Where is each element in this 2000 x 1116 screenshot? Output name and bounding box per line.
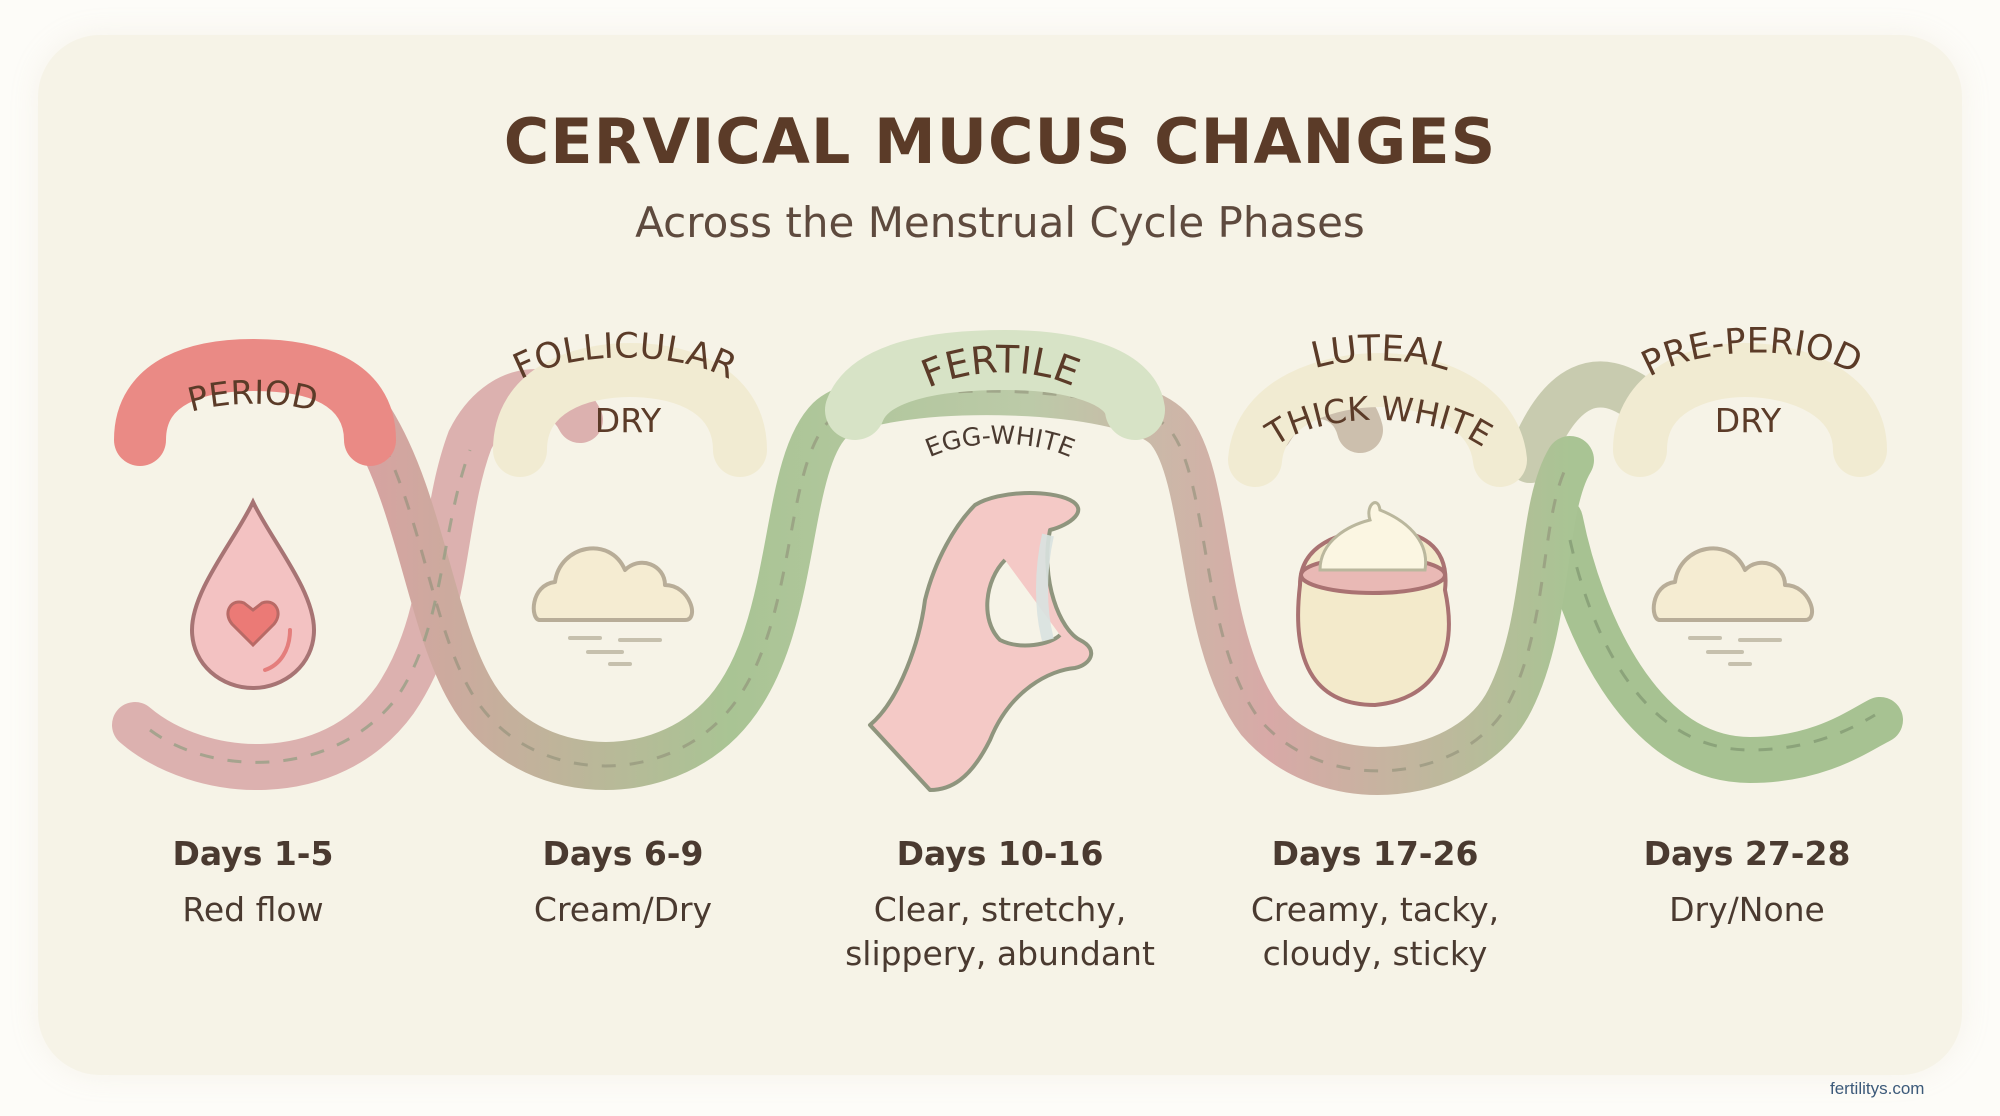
label-fertile-mucus: EGG-WHITE	[921, 421, 1079, 463]
desc-follicular: Cream/Dry	[533, 890, 713, 929]
cap-fertile	[825, 329, 1165, 440]
label-follicular-mucus: DRY	[595, 401, 662, 440]
cap-follicular	[493, 342, 767, 477]
cap-preperiod	[1613, 342, 1887, 477]
desc-luteal: Creamy, tacky, cloudy, sticky	[1250, 890, 1500, 973]
days-period: Days 1-5	[172, 834, 334, 873]
cream-jar-icon	[1296, 501, 1451, 708]
days-fertile: Days 10-16	[896, 834, 1104, 873]
label-preperiod-mucus: DRY	[1715, 401, 1782, 440]
watermark-link[interactable]: fertilitys.com	[1830, 1079, 1925, 1098]
desc-period: Red flow	[182, 890, 324, 929]
days-luteal: Days 17-26	[1271, 834, 1479, 873]
hand-stretch-icon	[868, 491, 1094, 792]
days-preperiod: Days 27-28	[1643, 834, 1851, 873]
page-subtitle: Across the Menstrual Cycle Phases	[635, 198, 1365, 247]
desc-fertile: Clear, stretchy, slippery, abundant	[845, 890, 1155, 973]
blood-drop-heart-icon	[189, 497, 317, 691]
page-title: CERVICAL MUCUS CHANGES	[503, 105, 1497, 178]
days-follicular: Days 6-9	[542, 834, 704, 873]
cap-period	[114, 338, 396, 466]
desc-preperiod: Dry/None	[1669, 890, 1825, 929]
cloud-icon-preperiod	[1651, 546, 1815, 666]
cap-luteal	[1228, 352, 1527, 487]
cloud-icon	[531, 546, 695, 666]
